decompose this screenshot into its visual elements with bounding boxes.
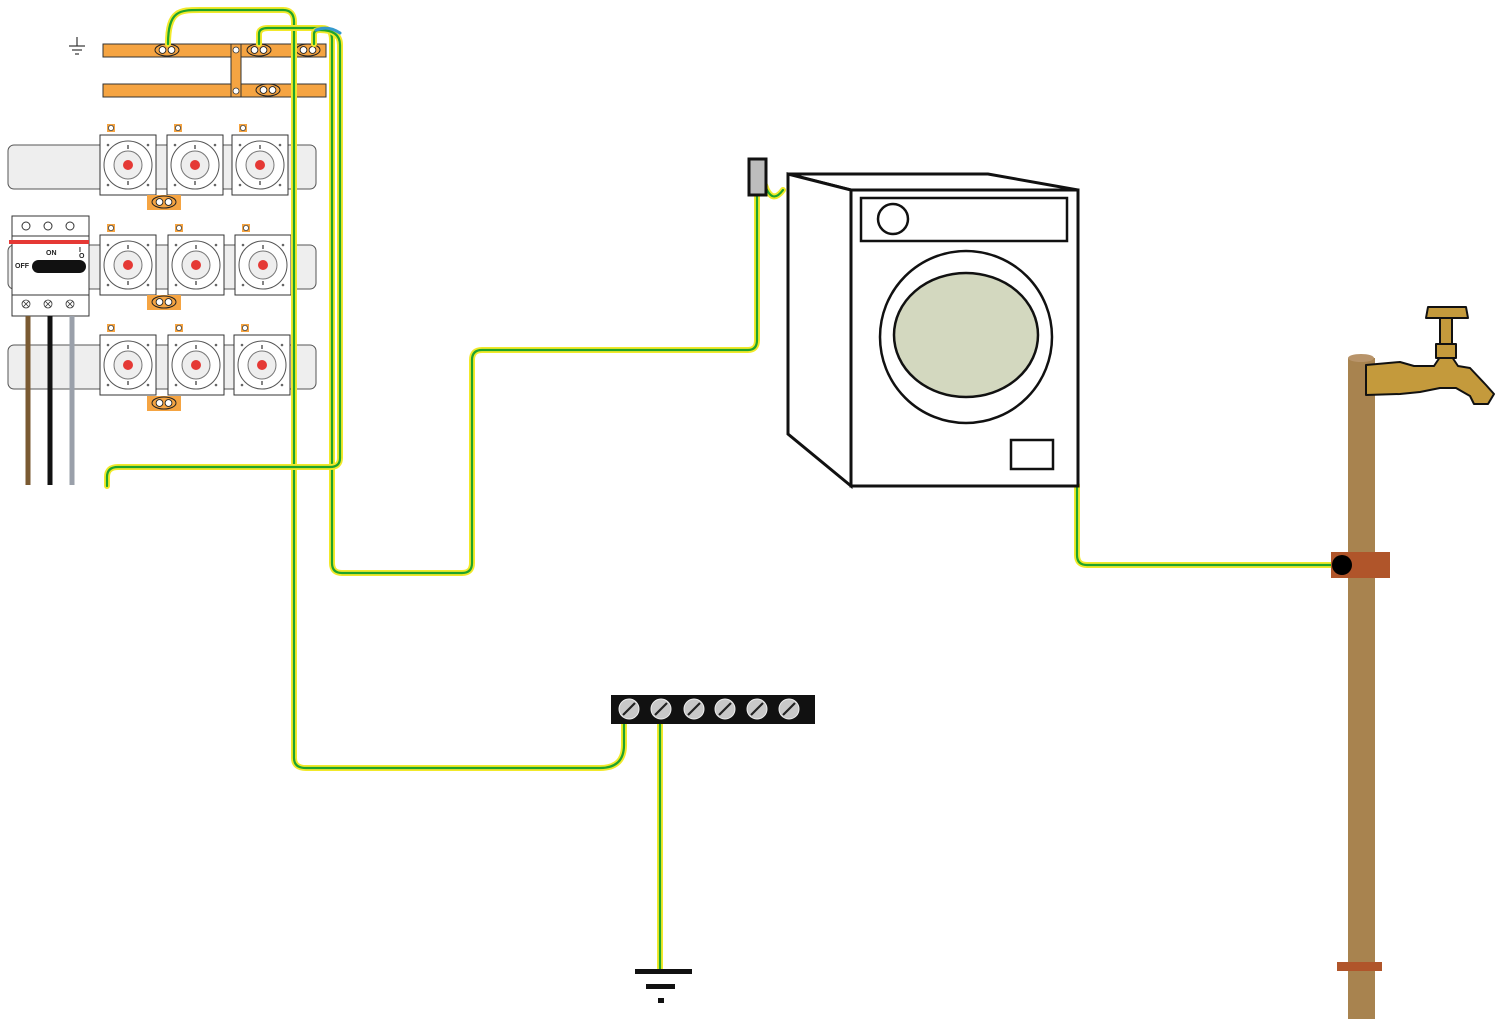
fuse-carrier [231, 123, 289, 196]
fuse-carrier [99, 223, 157, 296]
terminal-screw[interactable] [649, 697, 673, 721]
terminal-screw[interactable] [777, 697, 801, 721]
switch-toggle[interactable] [32, 260, 86, 273]
terminal-screw[interactable] [745, 697, 769, 721]
supply-tails [25, 316, 75, 485]
terminal-screw[interactable] [682, 697, 706, 721]
earth-ground-icon [635, 969, 692, 1003]
supplementary-bonding-conductor [1074, 482, 1343, 568]
fuse-row-1 [99, 123, 289, 210]
fuse-row-3 [99, 323, 291, 411]
door-glass [892, 271, 1040, 399]
switch-pos-i: I [79, 247, 81, 254]
main-switch: ON OFF I O [9, 215, 90, 317]
terminal-screw[interactable] [713, 697, 737, 721]
fuse-carrier [234, 223, 292, 296]
fuse-carrier [167, 223, 225, 296]
switch-pos-o: O [79, 253, 85, 260]
earth-cables [104, 7, 1343, 973]
earth-ground-icon [69, 37, 85, 55]
switch-off-label: OFF [15, 263, 30, 270]
neutral-link [314, 26, 342, 35]
fuse-carrier [166, 123, 224, 196]
water-pipe [1331, 354, 1390, 1019]
clamp-bolt [1332, 555, 1352, 575]
busbar-terminal [255, 83, 281, 97]
fuse-carrier [99, 123, 157, 196]
water-tap-icon[interactable] [1365, 306, 1495, 405]
washing-machine-icon [786, 172, 1080, 490]
fuse-carrier [167, 323, 225, 396]
earth-terminal-block [611, 695, 815, 724]
consumer-unit: ON OFF I O [7, 37, 327, 485]
bonding-conductor-appliance [256, 25, 760, 576]
appliance-earth-point [747, 157, 768, 197]
fuse-carrier [99, 323, 157, 396]
program-dial [876, 202, 910, 236]
earth-busbar [102, 43, 327, 98]
detergent-drawer [1009, 438, 1055, 471]
switch-on-label: ON [46, 250, 57, 257]
fuse-carrier [233, 323, 291, 396]
fuse-row-2 [99, 223, 292, 310]
terminal-screw[interactable] [617, 697, 641, 721]
